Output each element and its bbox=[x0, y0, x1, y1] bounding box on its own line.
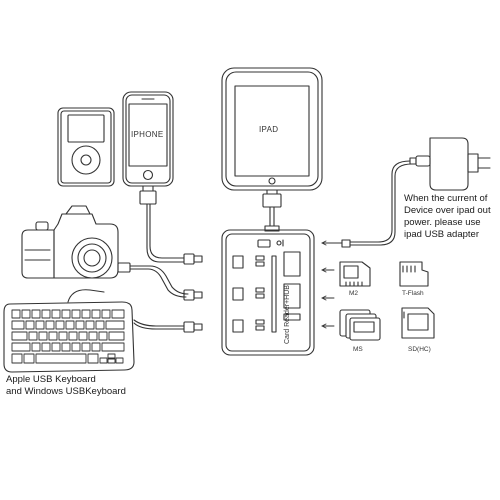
hub-label: Card Reader+HUB bbox=[284, 285, 291, 344]
m2-label: M2 bbox=[349, 290, 359, 297]
ipod-icon bbox=[57, 107, 115, 187]
keyboard-note: Apple USB Keyboard and Windows USBKeyboa… bbox=[6, 374, 126, 397]
ipad-label: IPAD bbox=[259, 125, 279, 134]
tflash-card-icon bbox=[399, 261, 429, 287]
ms-card-icon bbox=[339, 309, 381, 341]
ms-label: MS bbox=[353, 346, 363, 353]
keyboard-icon bbox=[3, 301, 135, 373]
m2-card-icon bbox=[339, 261, 371, 287]
power-adapter-icon bbox=[329, 137, 491, 248]
adapter-note: When the current of Device over ipad out… bbox=[404, 193, 491, 240]
card-reader-hub-icon bbox=[221, 229, 315, 356]
iphone-label: IPHONE bbox=[131, 130, 164, 139]
sdhc-label: SD(HC) bbox=[408, 346, 431, 353]
sdhc-card-icon bbox=[401, 307, 435, 339]
tflash-label: T-Flash bbox=[402, 290, 424, 297]
camera-icon bbox=[21, 205, 119, 279]
iphone-icon bbox=[122, 91, 174, 187]
